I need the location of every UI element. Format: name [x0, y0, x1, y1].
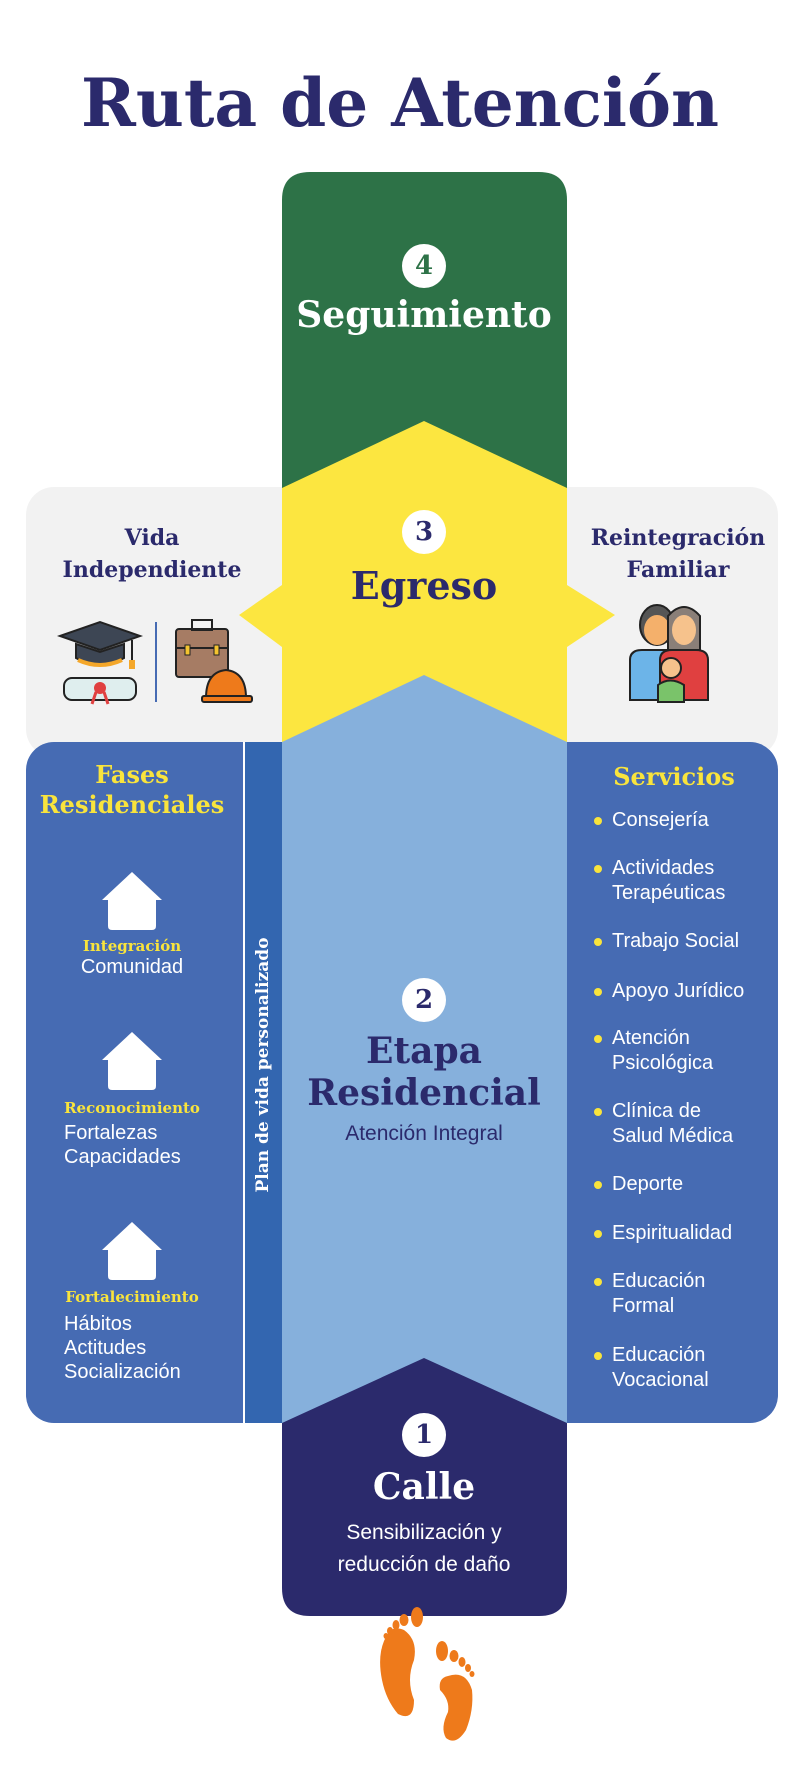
step-2-badge: 2	[402, 978, 446, 1022]
vida-line2: Independiente	[62, 557, 242, 583]
residencial-title-line2: Residencial	[307, 1072, 541, 1114]
reintegracion-line1: Reintegración	[590, 525, 766, 551]
egreso-block	[239, 421, 615, 742]
bullet-icon	[594, 1181, 602, 1189]
calle-title: Calle	[372, 1466, 476, 1508]
fases-title-line1: Fases	[95, 760, 169, 789]
bullet-icon	[594, 1278, 602, 1286]
reintegracion-familiar-label: Reintegración Familiar	[591, 522, 765, 586]
reintegracion-line2: Familiar	[626, 557, 730, 583]
servicio-label: Apoyo Jurídico	[612, 980, 745, 1002]
fase-line: Comunidad	[80, 956, 184, 978]
plan-vida-label: Plan de vida personalizado	[253, 937, 273, 1193]
graduation-cap-icon	[56, 620, 144, 669]
servicio-label: Trabajo Social	[612, 930, 740, 952]
residencial-title: Etapa Residencial	[307, 1030, 541, 1114]
fase-line: Fortalezas	[64, 1122, 158, 1144]
calle-block	[282, 1358, 567, 1616]
residencial-title-line1: Etapa	[366, 1030, 482, 1072]
fases-title: Fases Residenciales	[40, 760, 225, 820]
fase-lines: Fortalezas Capacidades	[64, 1121, 181, 1169]
seguimiento-block	[282, 172, 567, 488]
residencial-subtitle: Atención Integral	[345, 1122, 503, 1145]
seguimiento-title: Seguimiento	[296, 294, 552, 336]
bullet-icon	[594, 938, 602, 946]
calle-subtitle-line2: reducción de daño	[337, 1553, 511, 1576]
fase-line: Capacidades	[64, 1146, 181, 1168]
servicio-line: Clínica de	[612, 1100, 701, 1122]
servicio-line: Actividades	[612, 857, 715, 879]
servicio-line: Atención	[612, 1027, 690, 1049]
briefcase-icon	[175, 619, 229, 678]
servicios-title: Servicios	[613, 762, 735, 791]
fase-line: Socialización	[64, 1361, 181, 1383]
bullet-icon	[594, 1108, 602, 1116]
servicio-label: Deporte	[612, 1173, 684, 1195]
hard-hat-icon	[201, 668, 253, 703]
vida-line1: Vida	[124, 525, 180, 551]
servicio-line: Terapéuticas	[612, 882, 726, 904]
calle-subtitle-line1: Sensibilización y	[346, 1521, 502, 1544]
servicio-line: Vocacional	[612, 1369, 709, 1391]
footprints-icon	[380, 1607, 475, 1741]
house-icon	[102, 1222, 162, 1280]
fase-label: Reconocimiento	[64, 1099, 200, 1117]
fases-title-line2: Residenciales	[39, 790, 225, 819]
servicio-label: Consejería	[612, 809, 709, 831]
servicio-line: Formal	[612, 1295, 675, 1317]
calle-subtitle: Sensibilización y reducción de daño	[338, 1517, 511, 1581]
servicio-line: Psicológica	[612, 1052, 714, 1074]
servicio-label: Clínica de Salud Médica	[612, 1099, 733, 1149]
servicio-line: Educación	[612, 1270, 706, 1292]
diploma-icon	[63, 677, 137, 705]
bullet-icon	[594, 865, 602, 873]
bullet-icon	[594, 1352, 602, 1360]
fase-line: Actitudes	[64, 1337, 147, 1359]
family-icon	[629, 604, 709, 703]
bullet-icon	[594, 817, 602, 825]
vida-independiente-label: Vida Independiente	[63, 522, 242, 586]
house-icon	[102, 1032, 162, 1090]
bullet-icon	[594, 1035, 602, 1043]
step-1-badge: 1	[402, 1413, 446, 1457]
servicio-line: Salud Médica	[612, 1125, 734, 1147]
page-title: Ruta de Atención	[81, 64, 719, 142]
plan-strip	[245, 742, 282, 1423]
fase-label: Integración	[82, 937, 182, 955]
servicio-label: Espiritualidad	[612, 1222, 733, 1244]
house-icon	[102, 872, 162, 930]
servicio-line: Educación	[612, 1344, 706, 1366]
egreso-title: Egreso	[350, 563, 498, 608]
residencial-block	[282, 675, 567, 1423]
fase-lines: Hábitos Actitudes Socialización	[64, 1312, 181, 1384]
step-4-badge: 4	[402, 244, 446, 288]
bullet-icon	[594, 1230, 602, 1238]
step-3-badge: 3	[402, 510, 446, 554]
fase-label: Fortalecimiento	[65, 1288, 199, 1306]
fase-line: Hábitos	[64, 1313, 132, 1335]
bullet-icon	[594, 988, 602, 996]
